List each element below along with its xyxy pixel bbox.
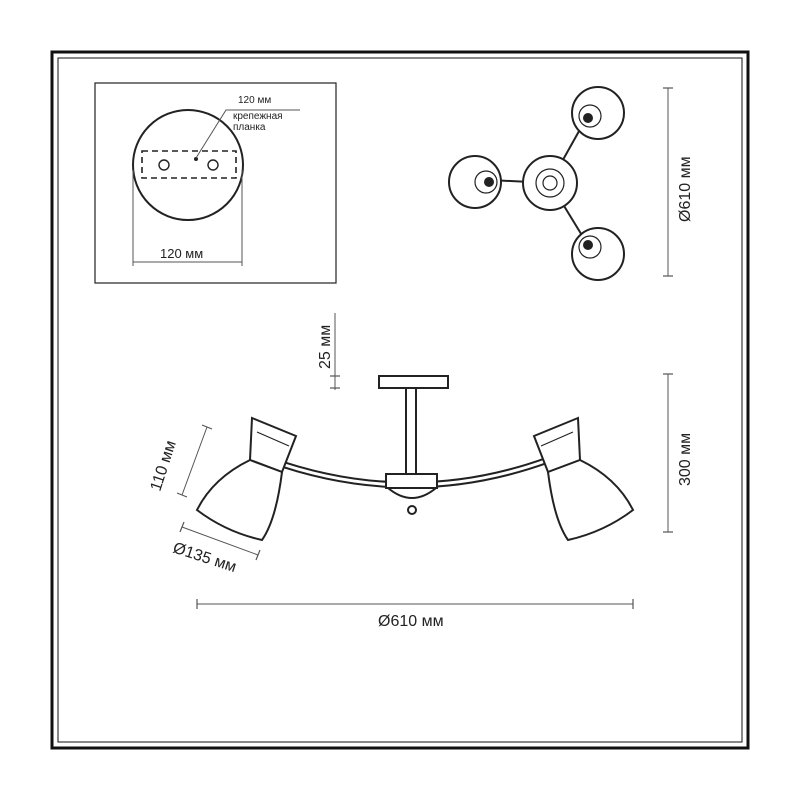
shade-left xyxy=(448,155,502,209)
mounting-bar xyxy=(141,150,237,179)
shade-height-line xyxy=(181,426,208,496)
shade-height-label: 110 мм xyxy=(148,439,180,494)
screw-hole-left xyxy=(158,159,170,171)
center-hole xyxy=(194,157,198,161)
top-diameter-label: Ø610 мм xyxy=(677,156,694,222)
finial xyxy=(407,505,417,515)
ceiling-disc xyxy=(132,109,244,221)
center-hub xyxy=(385,473,438,489)
total-height-label: 300 мм xyxy=(677,433,694,486)
detail-box xyxy=(94,82,337,284)
shade-left-side xyxy=(195,416,298,542)
shade-diameter-label: Ø135 мм xyxy=(171,540,239,576)
shade-diameter-line xyxy=(181,526,259,556)
shade-right-side xyxy=(532,416,635,542)
outer-frame xyxy=(50,50,750,750)
plate-label-line1: крепежная xyxy=(233,111,283,122)
top-view: Ø610 мм xyxy=(448,86,694,281)
inner-frame xyxy=(57,57,743,743)
down-rod xyxy=(405,387,417,477)
leader-line xyxy=(195,109,300,159)
plate-label-line2: планка xyxy=(233,122,266,133)
shade-top-right xyxy=(571,86,625,140)
canopy-height-label: 25 мм xyxy=(317,325,334,369)
top-dimension-label: 120 мм xyxy=(238,95,271,106)
screw-hole-right xyxy=(207,159,219,171)
ceiling-canopy xyxy=(378,375,449,389)
side-view: 25 мм 300 мм 110 мм Ø135 мм Ø610 мм xyxy=(148,313,694,630)
span-label: Ø610 мм xyxy=(378,613,444,630)
shade-bottom-right xyxy=(571,227,625,281)
width-dimension-label: 120 мм xyxy=(160,246,203,261)
mount-plate-detail: 120 мм крепежная планка 120 мм xyxy=(94,82,337,284)
